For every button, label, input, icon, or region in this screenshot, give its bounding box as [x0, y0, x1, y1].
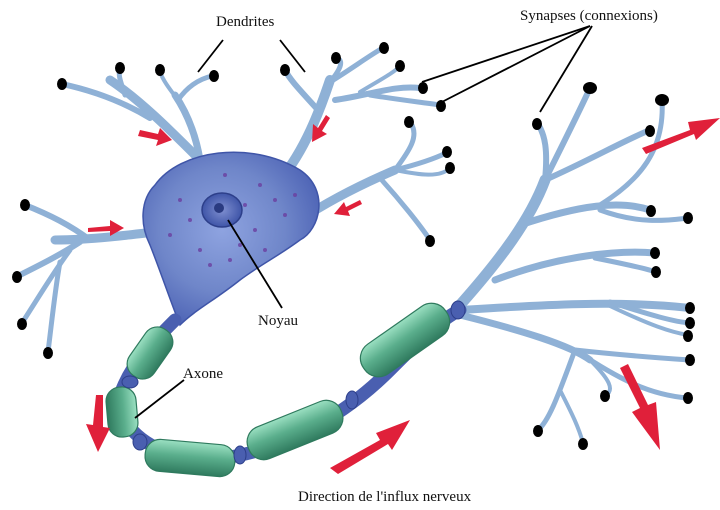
nucleus-label: Noyau [258, 313, 298, 330]
arrow [642, 118, 720, 154]
dendrites-label: Dendrites [216, 14, 274, 31]
axon-terminal-branches [460, 88, 690, 443]
myelin-segment [105, 386, 139, 438]
direction-caption: Direction de l'influx nerveux [298, 489, 471, 506]
myelin-segment [144, 438, 236, 478]
axon-label: Axone [183, 366, 223, 383]
synapses-label: Synapses (connexions) [520, 8, 658, 25]
myelin-segment [354, 297, 457, 384]
nucleolus [214, 203, 224, 213]
cell-body [143, 152, 319, 325]
arrow [334, 200, 362, 216]
myelin-segment [242, 396, 347, 465]
arrow [620, 364, 660, 450]
arrow [330, 420, 410, 474]
